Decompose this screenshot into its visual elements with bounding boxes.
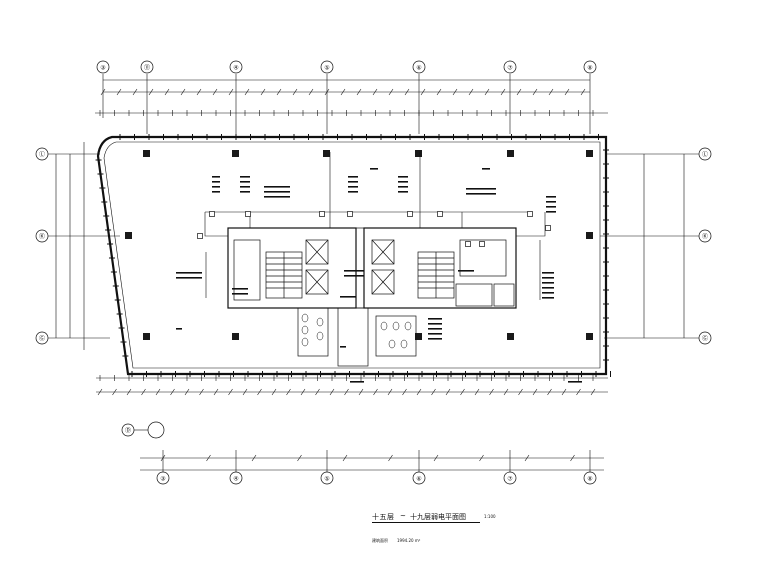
axis-bubble-8-bottom bbox=[583, 471, 597, 485]
axis-bubble-G-left bbox=[35, 331, 49, 345]
column-icon bbox=[323, 150, 330, 157]
top-dimension-ticks bbox=[99, 88, 594, 116]
column-icon bbox=[415, 150, 422, 157]
column-icon bbox=[586, 232, 593, 239]
axis-bubble-L-right bbox=[698, 147, 712, 161]
axis-label-bottom-4: ⑦ bbox=[507, 476, 513, 483]
axis-bubble-8-top bbox=[583, 60, 597, 74]
axis-label-left-2: Ⓖ bbox=[39, 335, 45, 343]
wall-mounted-device-icon bbox=[319, 211, 325, 217]
axis-bubble-5-bottom bbox=[320, 471, 334, 485]
wall-mounted-device-icon bbox=[209, 211, 215, 217]
bottom-dimension-ticks bbox=[97, 375, 596, 462]
cable-routes bbox=[204, 152, 546, 300]
top-axis-bubbles bbox=[96, 60, 597, 74]
axis-label-detached: Ⓓ bbox=[125, 427, 131, 435]
drawing-scale: 1:100 bbox=[484, 514, 496, 519]
floor-area-label: 建筑面积 bbox=[372, 538, 388, 543]
axis-label-top-4: ⑥ bbox=[416, 65, 421, 72]
title-underline bbox=[372, 522, 480, 523]
column-icon bbox=[143, 333, 150, 340]
wall-mounted-device-icon bbox=[465, 241, 471, 247]
axis-bubble-K-left bbox=[35, 229, 49, 243]
axis-bubble-D-detached bbox=[121, 423, 135, 437]
axis-label-top-6: ⑧ bbox=[587, 65, 592, 72]
floor-area-value: 1994.20 m² bbox=[397, 538, 421, 543]
column-icon bbox=[125, 232, 132, 239]
axis-label-left-1: Ⓚ bbox=[39, 233, 45, 241]
bottom-axis-bubbles bbox=[121, 421, 597, 485]
wall-mounted-device-icon bbox=[347, 211, 353, 217]
axis-bubble-11-top bbox=[140, 60, 154, 74]
axis-label-right-0: Ⓛ bbox=[702, 151, 708, 159]
annotation-text-blocks bbox=[176, 168, 582, 383]
axis-bubble-4-top bbox=[229, 60, 243, 74]
side-axis-lines bbox=[46, 142, 700, 350]
axis-bubble-4-bottom bbox=[229, 471, 243, 485]
building-core bbox=[227, 227, 517, 367]
elevator-cross-icon bbox=[371, 239, 395, 265]
drawing-title: 十九层弱电平面图 bbox=[410, 513, 466, 521]
wall-mounted-device-icon bbox=[245, 211, 251, 217]
wall-mounted-device-icon bbox=[527, 211, 533, 217]
wall-mounted-device-icon bbox=[437, 211, 443, 217]
column-icon bbox=[143, 150, 150, 157]
axis-bubble-K-right bbox=[698, 229, 712, 243]
axis-bubble-L-left bbox=[35, 147, 49, 161]
elevator-cross-icon bbox=[305, 269, 329, 295]
axis-label-top-1: ⑪ bbox=[144, 64, 150, 72]
drawing-title-separator: ~ bbox=[400, 512, 406, 520]
wall-mounted-device-icon bbox=[407, 211, 413, 217]
axis-label-bottom-3: ⑥ bbox=[416, 476, 421, 483]
axis-bubble-G-right bbox=[698, 331, 712, 345]
axis-bubble-blank-detached bbox=[147, 421, 165, 439]
axis-label-bottom-0: ③ bbox=[160, 476, 165, 483]
wall-mounted-device-icon bbox=[479, 241, 485, 247]
building-outline bbox=[96, 135, 608, 376]
axis-bubble-3-top bbox=[96, 60, 110, 74]
column-icon bbox=[232, 333, 239, 340]
axis-label-right-1: Ⓚ bbox=[702, 233, 708, 241]
elevator-cross-icon bbox=[371, 269, 395, 295]
perimeter-mullions bbox=[95, 134, 611, 377]
axis-label-top-3: ⑤ bbox=[324, 65, 329, 72]
toilet-fixtures bbox=[301, 313, 412, 349]
axis-bubble-6-bottom bbox=[412, 471, 426, 485]
top-axis-group bbox=[95, 74, 608, 134]
column-icon bbox=[507, 333, 514, 340]
axis-bubble-7-bottom bbox=[503, 471, 517, 485]
column-icon bbox=[415, 333, 422, 340]
column-icon bbox=[586, 150, 593, 157]
axis-label-bottom-5: ⑧ bbox=[587, 476, 592, 483]
axis-label-left-0: Ⓛ bbox=[39, 151, 45, 159]
axis-label-right-2: Ⓖ bbox=[702, 335, 708, 343]
column-icon bbox=[232, 150, 239, 157]
side-axis-bubbles bbox=[35, 147, 712, 345]
axis-label-top-5: ⑦ bbox=[507, 65, 513, 72]
elevator-cross-icon bbox=[305, 239, 329, 265]
structural-columns bbox=[125, 150, 593, 340]
elevators bbox=[305, 239, 395, 295]
wall-mounted-device-icon bbox=[197, 233, 203, 239]
axis-bubble-3-bottom bbox=[156, 471, 170, 485]
top-axis-labels: ③ ⑪ ④ ⑤ ⑥ ⑦ ⑧ bbox=[100, 64, 592, 72]
bottom-dimensions bbox=[96, 377, 608, 472]
drawing-title-floor-range: 十五层 bbox=[372, 513, 395, 521]
axis-label-top-2: ④ bbox=[233, 65, 238, 72]
axis-bubble-5-top bbox=[320, 60, 334, 74]
column-icon bbox=[586, 333, 593, 340]
axis-bubble-7-top bbox=[503, 60, 517, 74]
axis-label-top-0: ③ bbox=[100, 65, 105, 72]
column-icon bbox=[507, 150, 514, 157]
wall-mounted-device-icon bbox=[545, 225, 551, 231]
axis-label-bottom-1: ④ bbox=[233, 476, 238, 483]
wall-devices bbox=[197, 211, 551, 247]
axis-label-bottom-2: ⑤ bbox=[324, 476, 329, 483]
axis-bubble-6-top bbox=[412, 60, 426, 74]
